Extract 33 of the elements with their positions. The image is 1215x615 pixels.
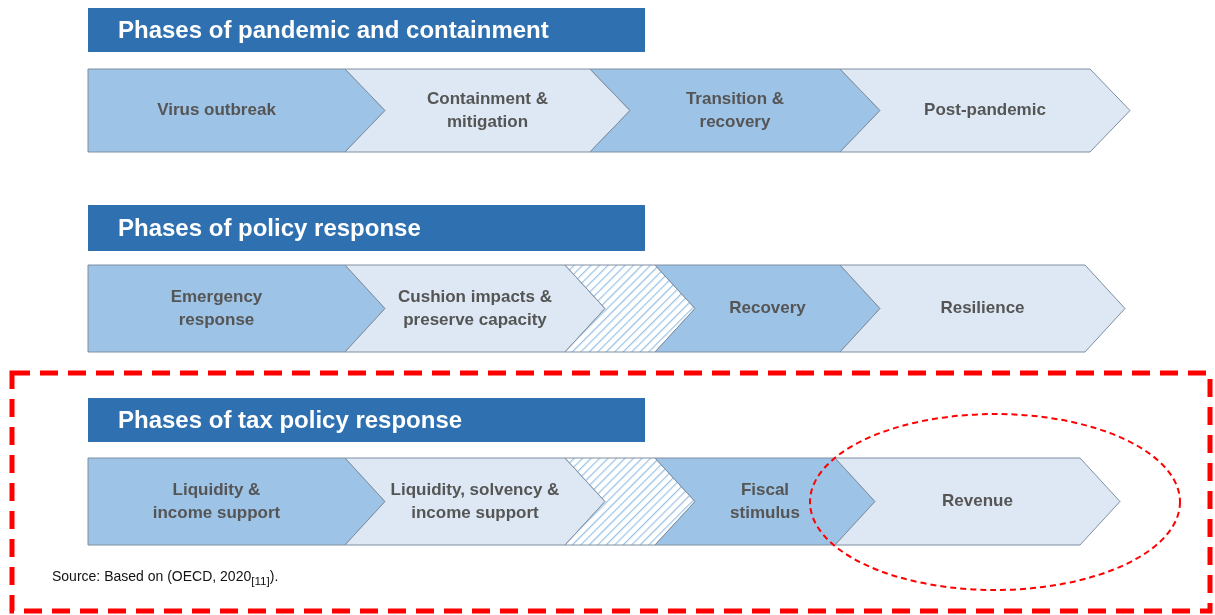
heading-text: Phases of pandemic and containment xyxy=(118,16,549,44)
phase-label: Revenue xyxy=(942,490,1013,513)
heading-band xyxy=(88,398,645,442)
phase-label: Virus outbreak xyxy=(157,99,276,122)
phase-segment xyxy=(655,265,880,352)
hatched-phase-segment xyxy=(565,265,695,352)
phase-label: Transition & recovery xyxy=(684,87,786,133)
phase-label: Liquidity, solvency & income support xyxy=(389,478,561,524)
source-note: Source: Based on (OECD, 2020$_{[11]}$). xyxy=(52,568,279,587)
heading-band xyxy=(88,8,645,52)
phase-label: Recovery xyxy=(729,297,806,320)
phase-segment xyxy=(345,265,605,352)
hatched-phase-segment xyxy=(565,458,695,545)
phase-label: Emergency response xyxy=(169,285,264,331)
phase-label: Fiscal stimulus xyxy=(729,478,801,524)
phase-segment xyxy=(840,265,1125,352)
phase-segment xyxy=(835,458,1120,545)
phase-label: Liquidity & income support xyxy=(151,478,282,524)
phase-label: Resilience xyxy=(940,297,1025,320)
heading-band xyxy=(88,205,645,251)
phase-segment xyxy=(840,69,1130,152)
phase-segment xyxy=(88,265,385,352)
phase-label: Post-pandemic xyxy=(924,99,1046,122)
phase-segment xyxy=(345,69,630,152)
heading-text: Phases of policy response xyxy=(118,214,421,242)
phase-segment xyxy=(590,69,880,152)
heading-text: Phases of tax policy response xyxy=(118,406,463,434)
phase-label: Containment & mitigation xyxy=(426,87,549,133)
phase-segment xyxy=(88,458,385,545)
phase-segment xyxy=(88,69,385,152)
phase-segment xyxy=(655,458,875,545)
phase-segment xyxy=(345,458,605,545)
phase-label: Cushion impacts & preserve capacity xyxy=(397,285,553,331)
